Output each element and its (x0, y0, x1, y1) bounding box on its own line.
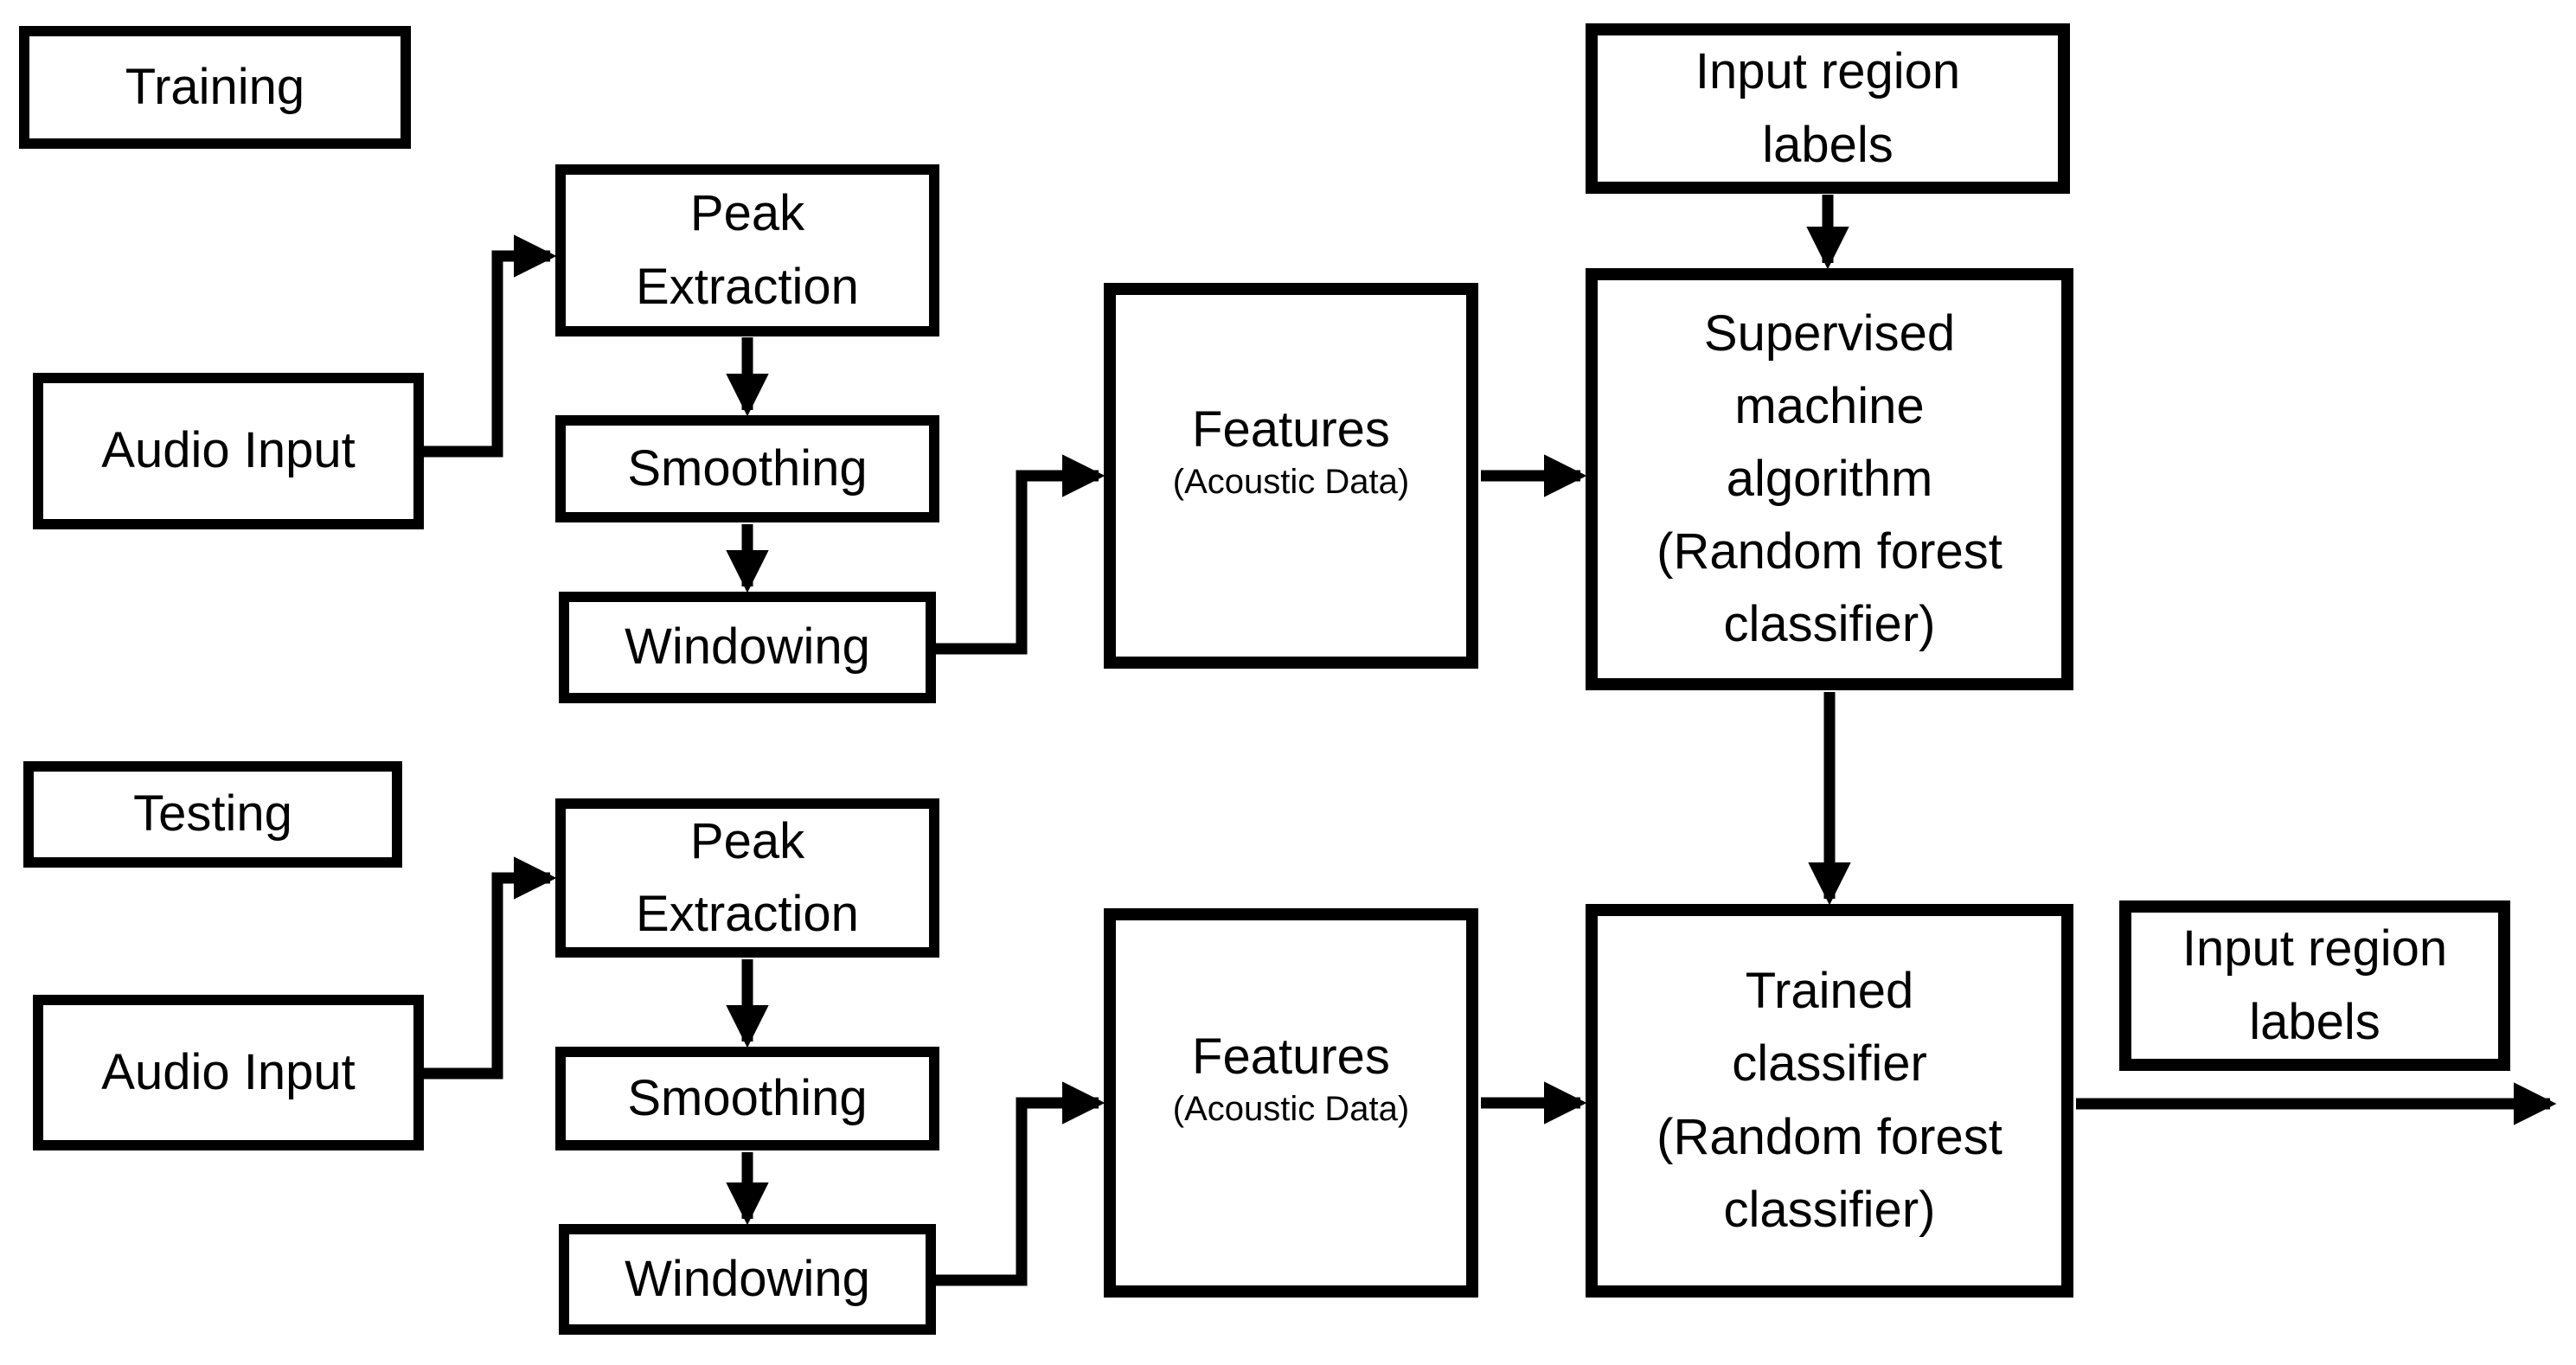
smoothing-box-testing: Smoothing (555, 1047, 939, 1150)
features-sublabel: (Acoustic Data) (1172, 1090, 1410, 1129)
arrow-audio-input-to-peak-extraction-testing (424, 856, 557, 1080)
features-box-testing: Features (Acoustic Data) (1104, 908, 1478, 1298)
input-region-labels-box-training: Input region labels (1586, 23, 2070, 194)
features-sublabel: (Acoustic Data) (1172, 463, 1410, 502)
features-box-training: Features (Acoustic Data) (1104, 283, 1478, 669)
audio-input-box-training: Audio Input (33, 373, 424, 529)
smoothing-box-training: Smoothing (555, 415, 939, 522)
features-label: Features (1192, 1028, 1390, 1085)
arrow-windowing-to-features-testing (936, 1081, 1105, 1286)
features-label: Features (1192, 401, 1390, 458)
windowing-box-testing: Windowing (559, 1224, 936, 1335)
arrow-windowing-to-features-training (936, 454, 1105, 655)
supervised-algorithm-box: Supervised machine algorithm (Random for… (1586, 268, 2073, 690)
peak-extraction-box-training: Peak Extraction (555, 164, 939, 336)
peak-extraction-box-testing: Peak Extraction (555, 798, 939, 958)
output-region-labels-box: Input region labels (2119, 900, 2510, 1071)
arrow-audio-input-to-peak-extraction-training (424, 234, 557, 458)
windowing-box-training: Windowing (559, 592, 936, 703)
audio-input-box-testing: Audio Input (33, 995, 424, 1150)
testing-section-label: Testing (23, 761, 402, 868)
trained-classifier-box: Trained classifier (Random forest classi… (1586, 904, 2073, 1298)
training-section-label: Training (19, 26, 411, 149)
